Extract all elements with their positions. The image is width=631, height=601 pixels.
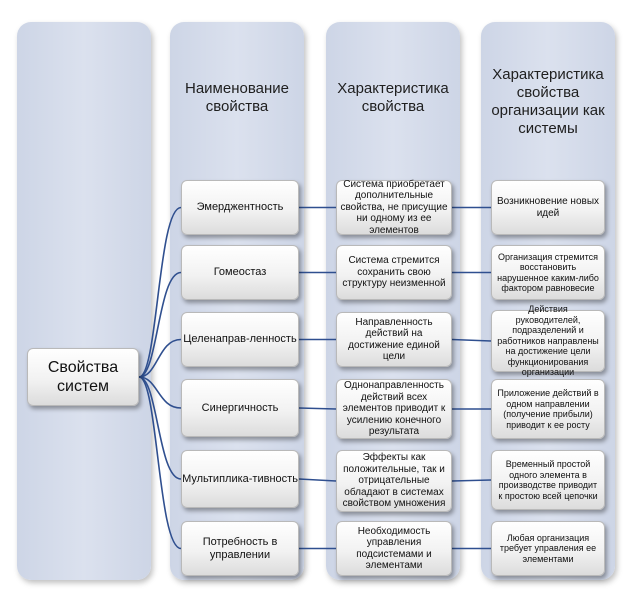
- characteristic-node: Направленность действий на достижение ед…: [336, 312, 452, 367]
- root-to-property-connector: [138, 206, 182, 378]
- organization-node: Возникновение новых идей: [491, 180, 605, 235]
- root-to-property-connector: [138, 376, 182, 550]
- organization-column-header: Характеристика свойства организации как …: [491, 66, 605, 137]
- property-node: Эмерджентность: [181, 180, 299, 235]
- organization-label: Любая организация требует управления ее …: [499, 532, 597, 564]
- organization-label: Организация стремится восстановить наруш…: [497, 251, 599, 294]
- characteristic-label: Система стремится сохранить свою структу…: [342, 255, 446, 290]
- characteristic-label: Система приобретает дополнительные свойс…: [340, 178, 448, 236]
- organization-node: Приложение действий в одном направлении …: [491, 379, 605, 439]
- characteristic-label: Направленность действий на достижение ед…: [348, 316, 440, 363]
- characteristic-node: Система приобретает дополнительные свойс…: [336, 178, 452, 236]
- property-node: Мультиплика-тивность: [181, 450, 299, 508]
- characteristic-to-organization-connector: [451, 338, 492, 342]
- organization-node: Действия руководителей, подразделений и …: [491, 304, 605, 377]
- property-label: Потребность в управлении: [202, 535, 278, 561]
- property-column-header: Наименование свойства: [185, 80, 289, 115]
- characteristic-label: Необходимость управления подсистемами и …: [356, 525, 432, 572]
- characteristic-node: Однонаправленность действий всех элемент…: [336, 379, 452, 439]
- organization-label: Действия руководителей, подразделений и …: [497, 304, 599, 378]
- characteristic-node: Система стремится сохранить свою структу…: [336, 245, 452, 300]
- property-to-characteristic-connector: [298, 407, 337, 410]
- organization-node: Любая организация требует управления ее …: [491, 521, 605, 576]
- property-label: Синергичность: [201, 401, 279, 414]
- characteristic-node: Необходимость управления подсистемами и …: [336, 521, 452, 576]
- property-node: Гомеостаз: [181, 245, 299, 300]
- property-label: Мультиплика-тивность: [182, 472, 298, 485]
- root-column-panel: [17, 22, 151, 580]
- property-to-characteristic-connector: [298, 478, 337, 482]
- root-node: Свойства систем: [27, 348, 139, 406]
- root-to-property-connector: [138, 376, 182, 480]
- property-label: Эмерджентность: [196, 201, 284, 213]
- root-to-property-connector: [138, 338, 182, 378]
- characteristic-label: Однонаправленность действий всех элемент…: [342, 380, 446, 438]
- organization-label: Возникновение новых идей: [496, 195, 600, 219]
- characteristic-to-organization-connector: [451, 479, 492, 482]
- property-node: Потребность в управлении: [181, 521, 299, 576]
- organization-label: Приложение действий в одном направлении …: [497, 388, 599, 430]
- characteristic-node: Эффекты как положительные, так и отрицат…: [336, 450, 452, 512]
- property-node: Синергичность: [181, 379, 299, 437]
- organization-node: Организация стремится восстановить наруш…: [491, 245, 605, 300]
- root-to-property-connector: [138, 271, 182, 378]
- organization-label: Временный простой одного элемента в прои…: [498, 459, 598, 501]
- organization-node: Временный простой одного элемента в прои…: [491, 450, 605, 510]
- characteristic-label: Эффекты как положительные, так и отрицат…: [342, 452, 446, 510]
- root-to-property-connector: [138, 376, 182, 409]
- property-label: Гомеостаз: [213, 266, 267, 278]
- root-node-label: Свойства систем: [47, 359, 119, 395]
- property-node: Целенаправ-ленность: [181, 312, 299, 367]
- characteristic-column-header: Характеристика свойства: [337, 80, 449, 115]
- property-label: Целенаправ-ленность: [183, 333, 297, 345]
